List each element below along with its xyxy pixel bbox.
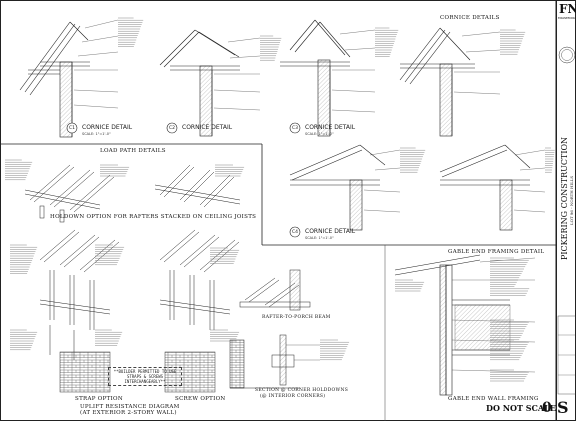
- project-name: PICKERING CONSTRUCTION: [560, 136, 569, 260]
- load-path-title: LOAD PATH DETAILS: [100, 148, 166, 154]
- cornice-details-title: CORNICE DETAILS: [440, 15, 500, 21]
- cornice-detail-5: [289, 144, 401, 231]
- detail-markers: [66, 122, 301, 238]
- detail-marker-c4: C4: [292, 230, 299, 235]
- load-path-isometric: [24, 164, 241, 223]
- uplift-diagram-title: UPLIFT RESISTANCE DIAGRAM: [80, 404, 180, 410]
- uplift-strap-option: [39, 229, 120, 393]
- cornice-detail-2: [159, 29, 261, 137]
- scale-label-1: SCALE: 1"=1'-0": [82, 132, 111, 136]
- cornice-detail-3: [280, 19, 376, 137]
- gable-end-detail-title: GABLE END FRAMING DETAIL: [448, 249, 545, 255]
- cornice-detail-4: [399, 27, 501, 137]
- scale-label-3: SCALE: 1"=1'-0": [305, 236, 334, 240]
- sheet-number-letter: S: [557, 398, 569, 417]
- do-not-scale-note: DO NOT SCALE: [486, 403, 556, 413]
- project-location: LOT 96 - NORTH HILLS: [569, 175, 574, 225]
- cornice-detail-title-4: CORNICE DETAIL: [305, 228, 356, 235]
- uplift-diagram-subtitle: (AT EXTERIOR 2-STORY WALL): [80, 410, 177, 416]
- holdown-option-title: HOLDOWN OPTION FOR RAFTERS STACKED ON CE…: [50, 214, 257, 220]
- cornice-detail-1: [19, 19, 119, 138]
- gable-end-wall-title: GABLE END WALL FRAMING: [448, 396, 539, 402]
- strap-option-label: STRAP OPTION: [75, 396, 123, 402]
- corner-holddowns-subtitle: (@ INTERIOR CORNERS): [260, 394, 326, 399]
- builder-note: **BUILDER PERMITTED TO USE STRAPS & SCRE…: [108, 367, 182, 386]
- detail-marker-c1: C1: [69, 126, 76, 131]
- rafter-porch-beam-title: RAFTER-TO-PORCH BEAM: [262, 315, 331, 320]
- cornice-detail-title-2: CORNICE DETAIL: [182, 124, 233, 131]
- detail-marker-c3: C3: [292, 126, 299, 131]
- sheet-number-prefix: 0: [542, 400, 552, 416]
- firm-subtitle: ENGINEERING: [558, 17, 576, 20]
- scale-label-2: SCALE: 1"=1'-0": [305, 132, 334, 136]
- rafter-porch-beam: [239, 269, 311, 311]
- screw-option-label: SCREW OPTION: [175, 396, 226, 402]
- cornice-detail-title-3: CORNICE DETAIL: [305, 124, 356, 131]
- firm-logo-text: FN: [559, 2, 576, 16]
- cornice-detail-6: [439, 144, 546, 231]
- corner-holddown: [229, 334, 320, 389]
- gable-end-framing: [394, 254, 536, 396]
- revision-table: [557, 315, 576, 395]
- cornice-detail-title-1: CORNICE DETAIL: [82, 124, 133, 131]
- corner-holddowns-title: SECTION @ CORNER HOLDDOWNS: [255, 388, 349, 393]
- title-block: FN ENGINEERING PICKERING CONSTRUCTION LO…: [556, 0, 576, 421]
- engineer-seal-icon: [558, 46, 576, 64]
- detail-marker-c2: C2: [169, 126, 176, 131]
